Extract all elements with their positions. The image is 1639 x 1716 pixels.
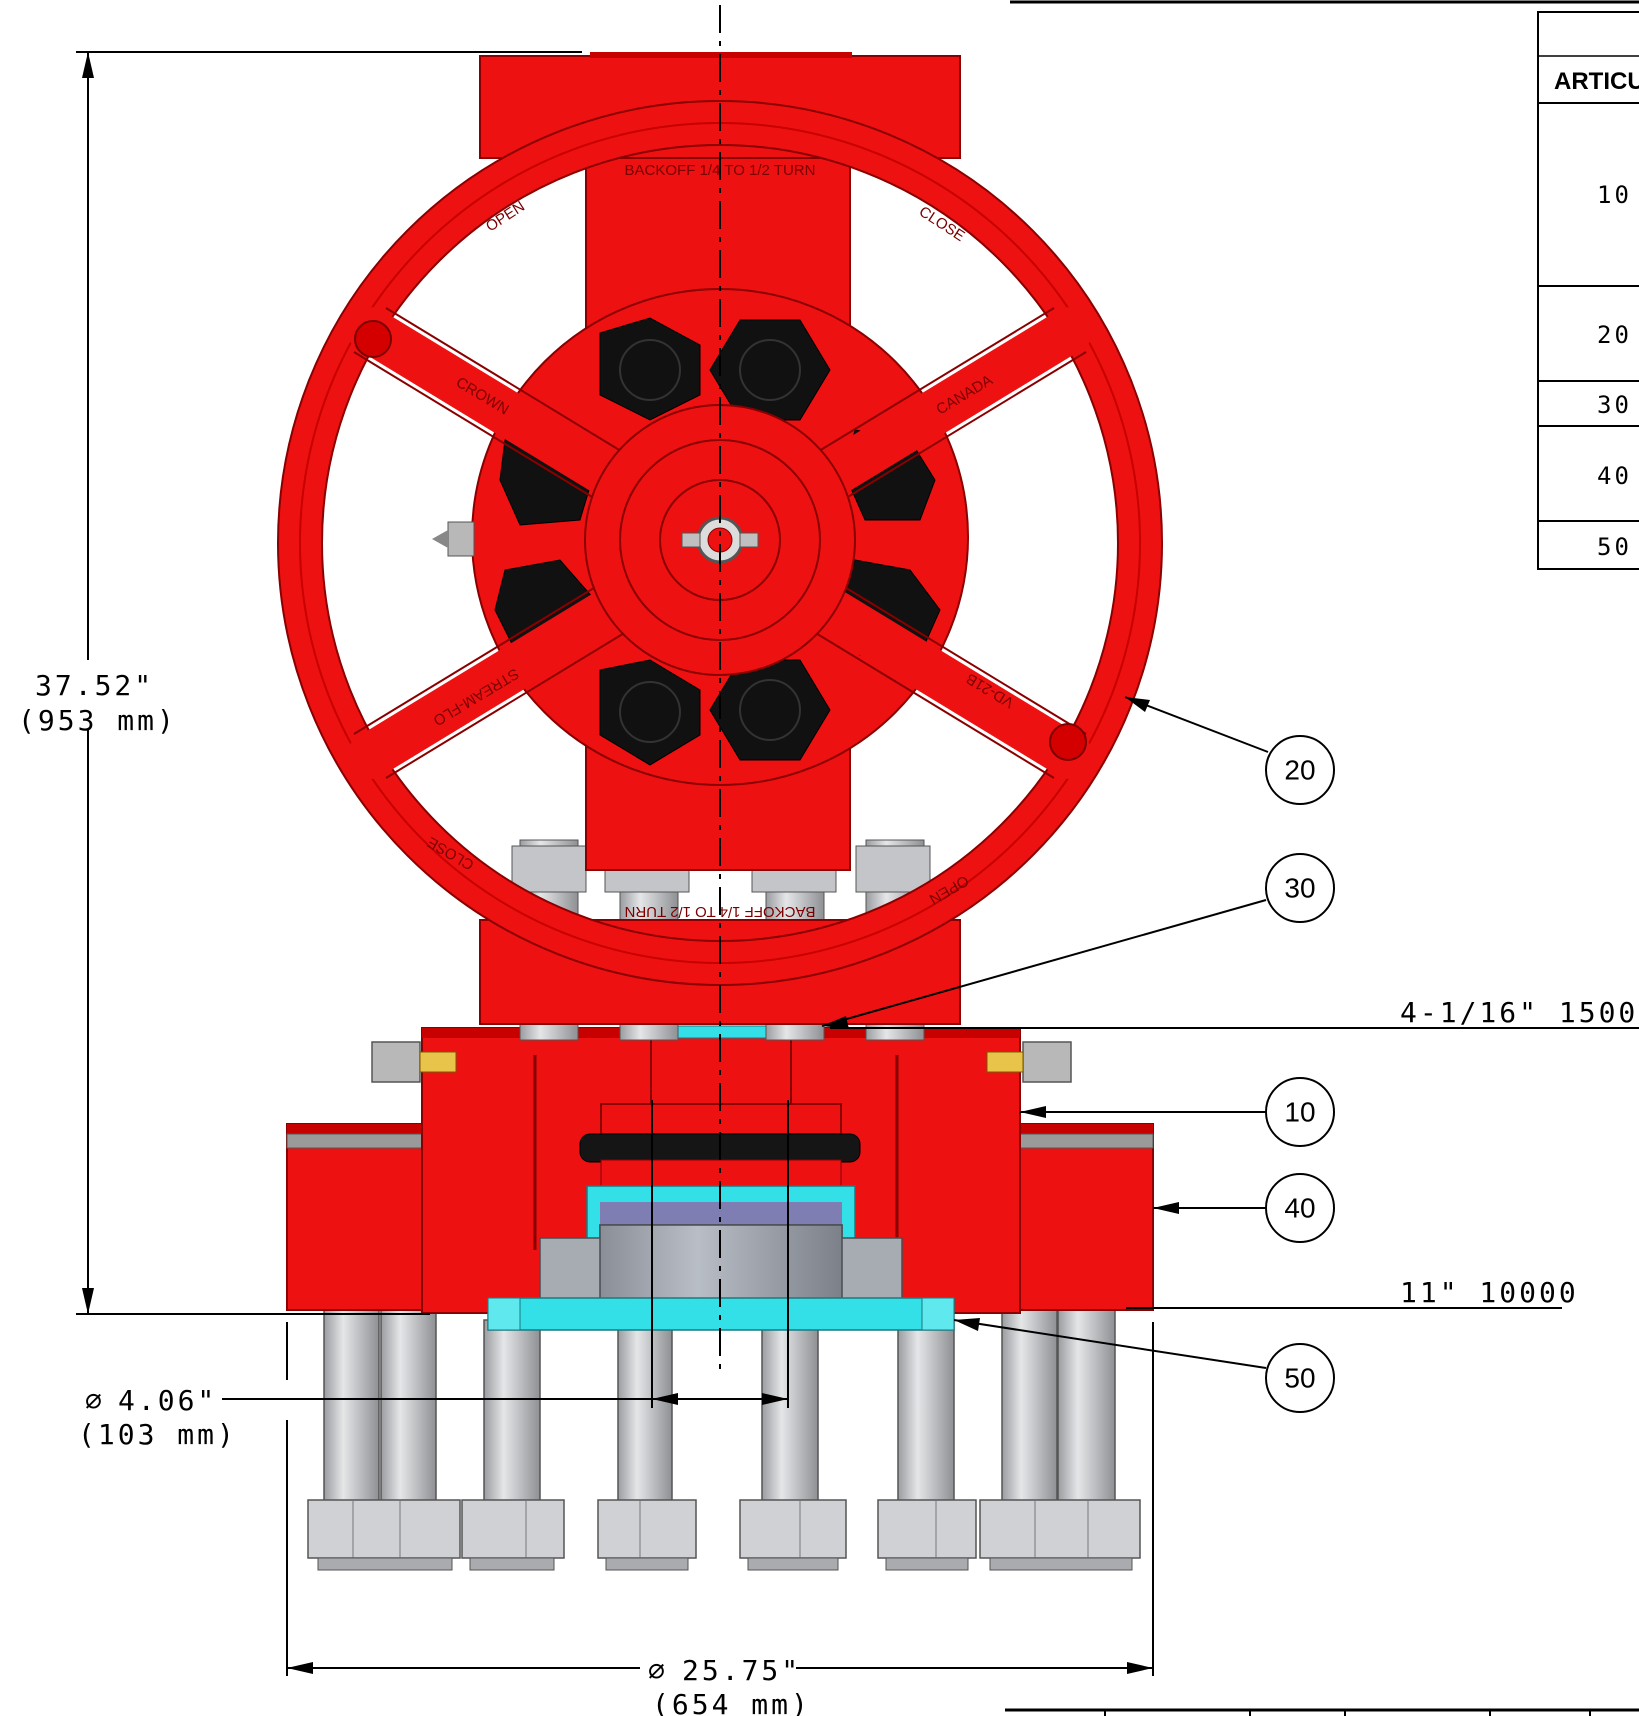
base-diameter-symbol: ⌀: [648, 1654, 668, 1687]
balloon-40: 40: [1265, 1173, 1335, 1243]
bore-dimension: [222, 1100, 789, 1408]
balloon-leaders: [821, 696, 1269, 1369]
parts-table-header: ARTICUL: [1554, 68, 1639, 95]
connection-leaders: [830, 1027, 1639, 1309]
balloon-20: 20: [1265, 735, 1335, 805]
parts-table-row-30: 30: [1597, 391, 1632, 419]
base-diameter-metric: (654 mm): [652, 1688, 811, 1716]
balloon-10: 10: [1265, 1077, 1335, 1147]
base-diameter-imperial: 25.75": [682, 1654, 801, 1687]
bore-diameter-symbol: ⌀: [85, 1384, 105, 1417]
parts-table-row-10: 10: [1597, 181, 1632, 209]
balloon-40-label: 40: [1284, 1193, 1315, 1224]
upper-connection-label: 4-1/16" 15000: [1400, 996, 1639, 1029]
height-imperial: 37.52": [35, 669, 154, 702]
height-metric: (953 mm): [18, 704, 177, 737]
balloon-10-label: 10: [1284, 1097, 1315, 1128]
balloon-30: 30: [1265, 853, 1335, 923]
sheet-border: [1005, 0, 1639, 1716]
balloon-20-label: 20: [1284, 755, 1315, 786]
balloon-50: 50: [1265, 1343, 1335, 1413]
height-dimension: [76, 51, 582, 1315]
parts-table: ARTICUL 10 20 30 40 50: [1537, 11, 1639, 570]
parts-table-row-50: 50: [1597, 533, 1632, 561]
parts-table-row-20: 20: [1597, 321, 1632, 349]
lower-connection-label: 11" 10000: [1400, 1276, 1579, 1309]
lower-nuts: [307, 1499, 1141, 1571]
lower-studs: [323, 1309, 1116, 1511]
bore-imperial: 4.06": [118, 1384, 217, 1417]
adapter-body: [371, 1025, 1072, 1331]
parts-table-row-40: 40: [1597, 462, 1632, 490]
balloon-50-label: 50: [1284, 1363, 1315, 1394]
base-diameter-dimension: [286, 1322, 1154, 1676]
bore-metric: (103 mm): [78, 1418, 237, 1451]
balloon-30-label: 30: [1284, 873, 1315, 904]
